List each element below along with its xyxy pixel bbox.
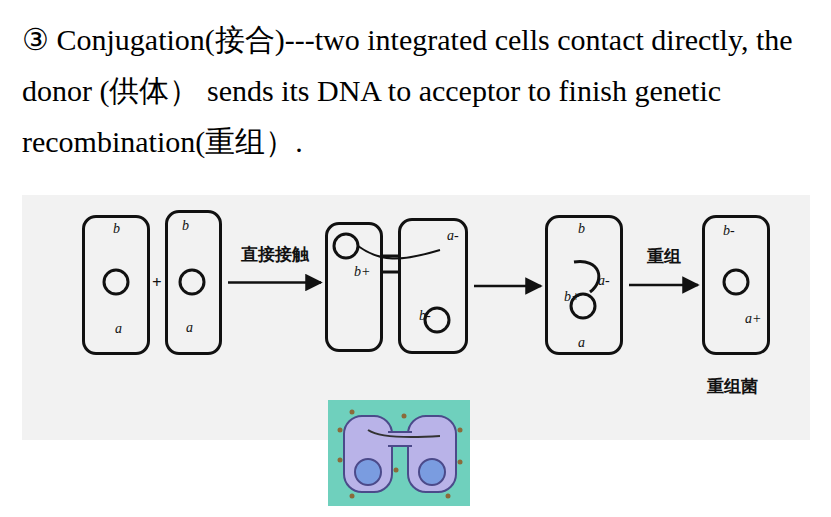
gene-marker: b- [419,309,431,323]
arrow-label: 重组 [647,248,681,265]
bacterial-cell: b+ [325,222,383,352]
arrow [629,284,698,287]
cell-caption: 重组菌 [707,378,758,395]
gene-marker: a+ [745,312,761,326]
gene-marker: a- [598,274,610,288]
plasmids [104,234,748,332]
bacterial-cell: ba [165,210,222,355]
heading: ③ Conjugation(接合)---two integrated cells… [22,14,812,167]
gene-marker: b [182,219,189,233]
gene-marker: a [186,321,193,335]
arrow-label: 直接接触 [241,246,309,263]
gene-marker: b+ [564,290,580,304]
gene-marker: b [113,222,120,236]
bacterial-cell: b a-b+ a [545,215,623,355]
bacterial-cell: a-b- [398,218,468,354]
gene-marker: b+ [354,265,370,279]
gene-marker: b [578,222,585,236]
arrow [228,281,321,284]
gene-marker: b- [723,224,735,238]
bacterial-cell: ba [82,215,150,355]
bacterial-cell: b-a+重组菌 [702,215,770,355]
arrow [474,285,541,288]
plus-sign: + [152,274,162,291]
gene-marker: a- [447,229,459,243]
gene-marker: a [578,336,585,350]
inset-image [328,400,470,506]
gene-marker: a [115,322,122,336]
